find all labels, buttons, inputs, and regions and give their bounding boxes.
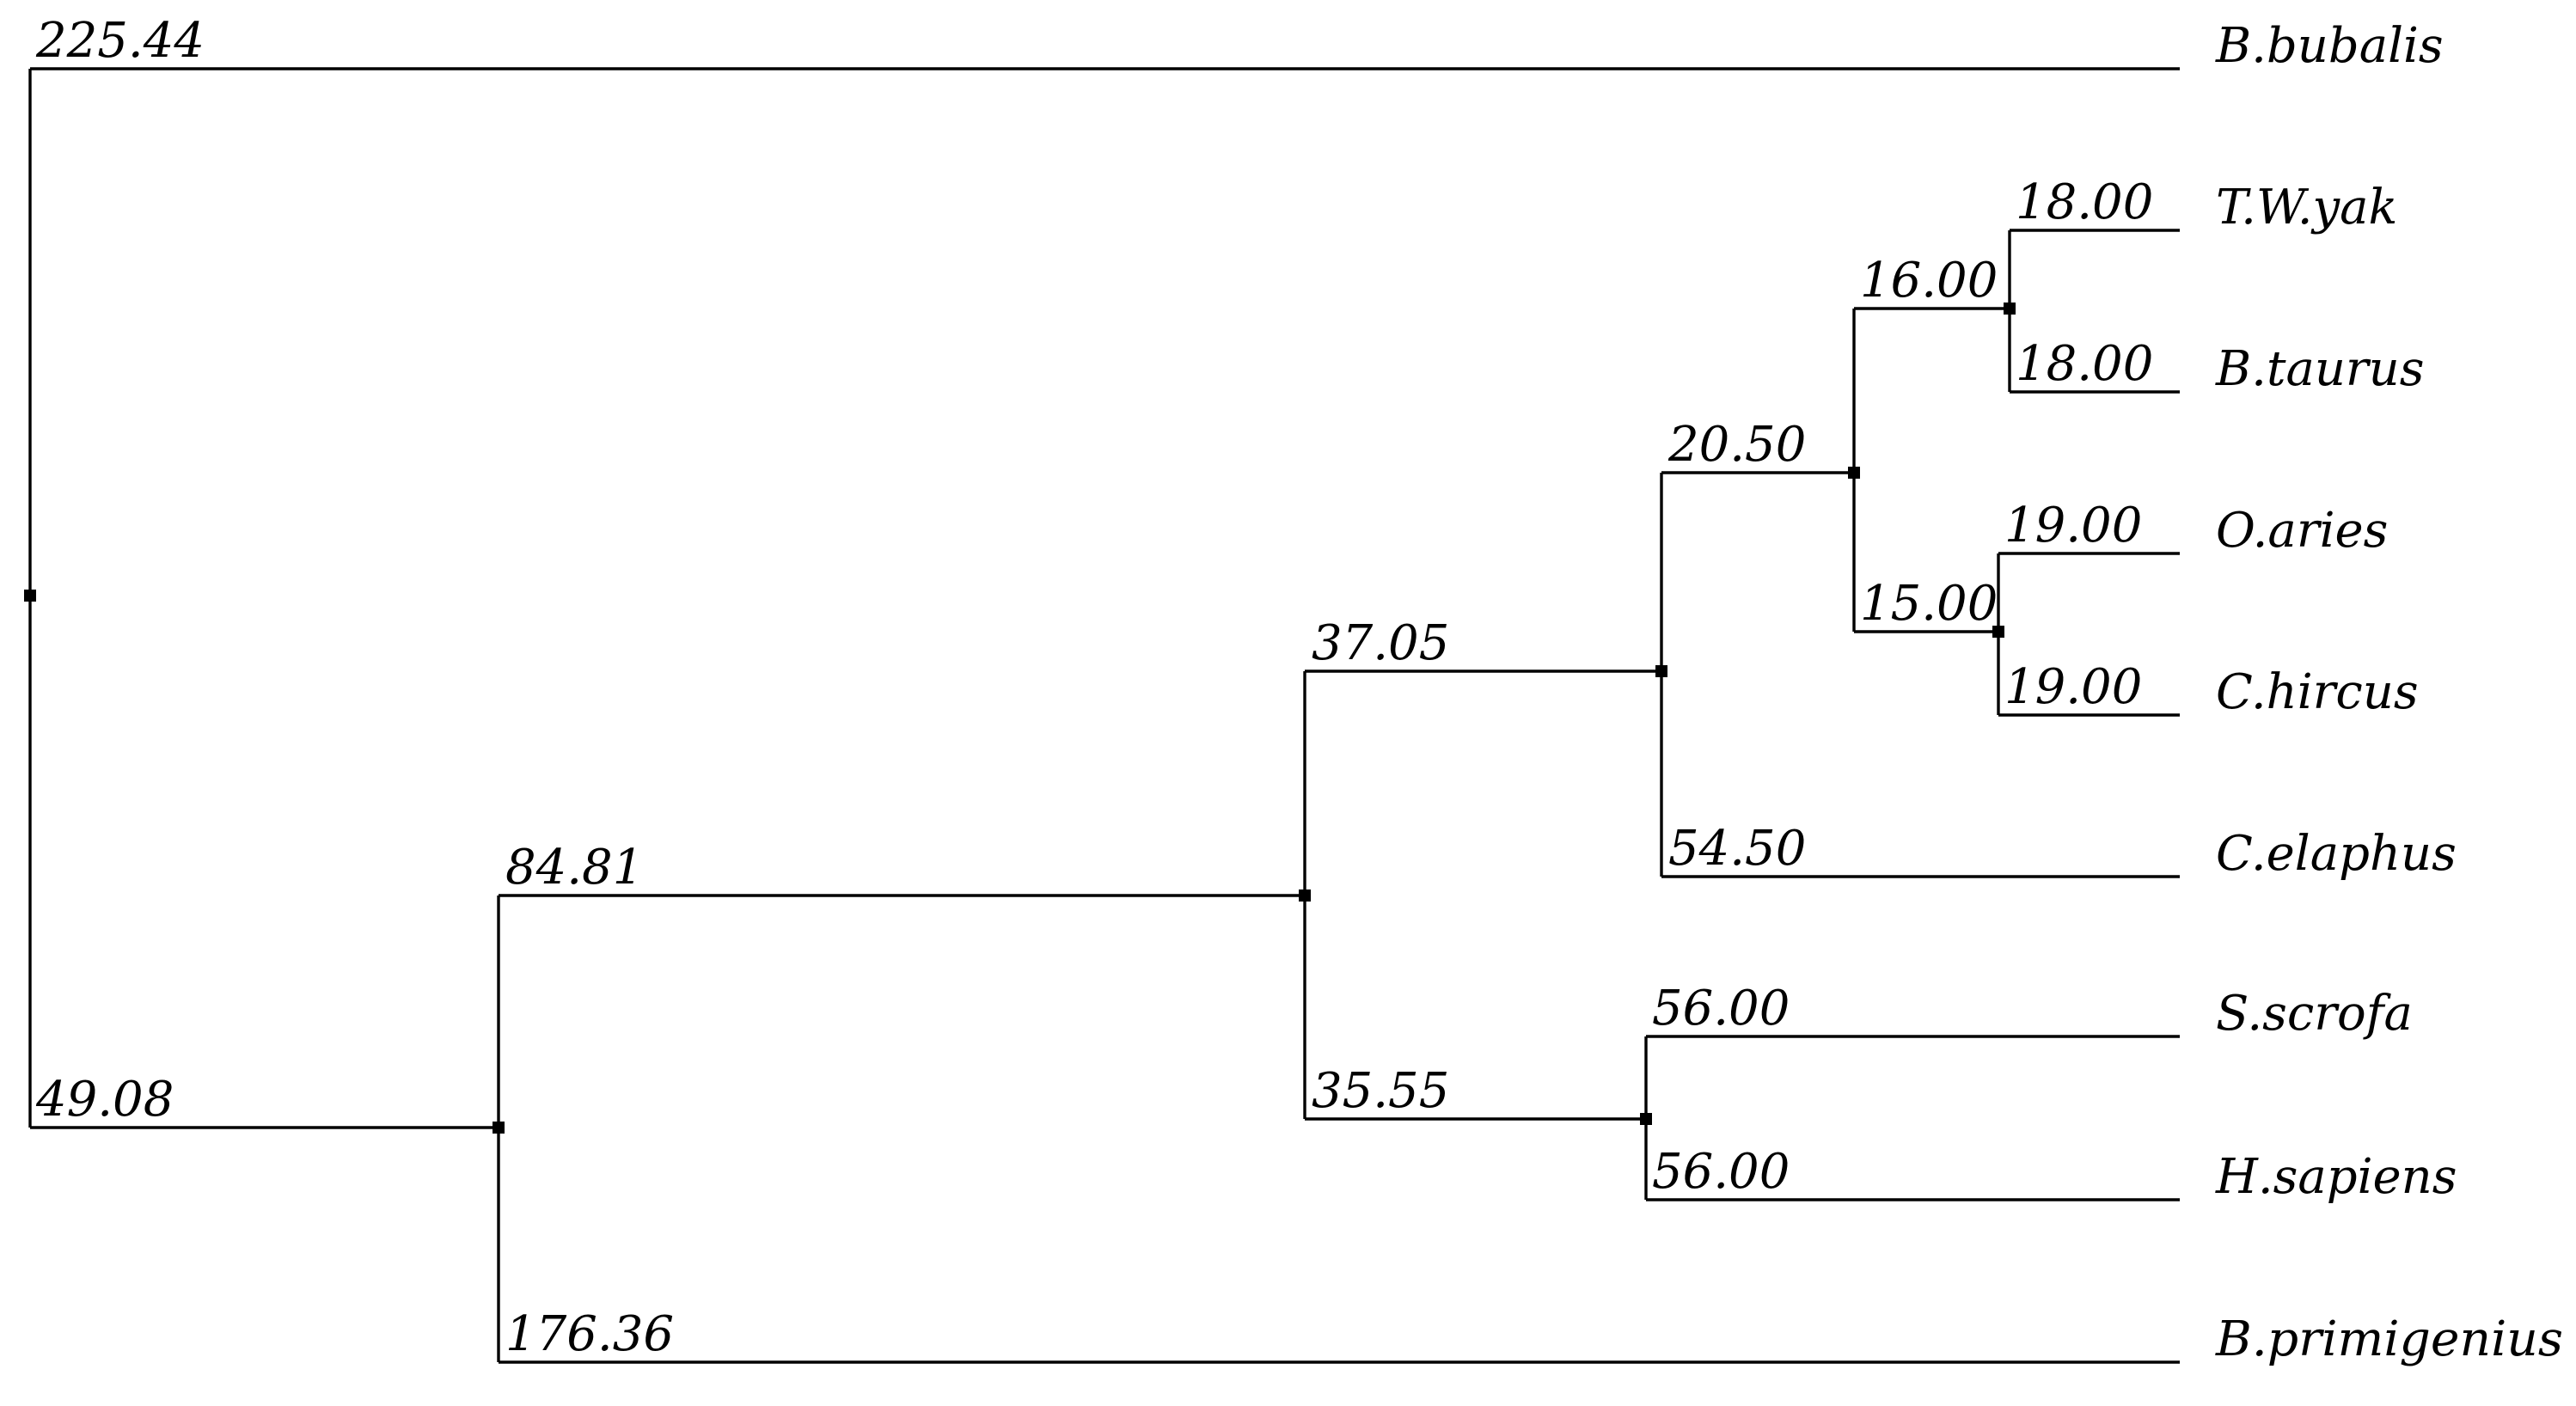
taxon-label-t-w-yak: T.W.yak <box>2216 180 2397 235</box>
aries-hircus-clade-node <box>1992 626 2004 638</box>
yak-taurus-clade-node <box>2004 303 2016 315</box>
branch-length-primigenius-group: 49.08 <box>35 1072 174 1128</box>
scrofa-sapiens-clade-node <box>1640 1113 1652 1125</box>
branch-length-bovid-caprine-clade: 20.50 <box>1667 417 1806 473</box>
taxon-label-o-aries: O.aries <box>2216 503 2388 559</box>
branch-length-t-w-yak: 18.00 <box>2016 174 2153 230</box>
bovid-caprine-clade-node <box>1848 467 1860 479</box>
taxon-label-c-hircus: C.hircus <box>2216 664 2419 720</box>
taxon-label-b-bubalis: B.bubalis <box>2215 18 2444 74</box>
primigenius-group-node <box>493 1122 505 1134</box>
tree-nodes <box>24 303 2016 1134</box>
taxon-label-b-primigenius: B.primigenius <box>2215 1311 2563 1367</box>
mixed-clade-node <box>1299 889 1311 902</box>
branch-length-c-elaphus: 54.50 <box>1668 821 1806 877</box>
branch-length-scrofa-sapiens-clade: 35.55 <box>1312 1063 1449 1119</box>
branch-length-s-scrofa: 56.00 <box>1652 981 1790 1036</box>
taxon-label-h-sapiens: H.sapiens <box>2215 1149 2457 1205</box>
tree-branches <box>28 67 2180 1364</box>
branch-length-yak-taurus-clade: 16.00 <box>1860 253 1998 309</box>
branch-length-h-sapiens: 56.00 <box>1652 1144 1790 1200</box>
branch-length-b-primigenius: 176.36 <box>505 1306 674 1362</box>
branch-length-b-taurus: 18.00 <box>2016 336 2153 392</box>
taxon-labels: B.bubalis T.W.yak B.taurus O.aries C.hir… <box>2215 18 2563 1367</box>
branch-length-labels: 225.44 18.00 18.00 19.00 19.00 54.50 56.… <box>35 13 2153 1362</box>
branch-length-mixed-clade: 84.81 <box>505 840 643 896</box>
taxon-label-c-elaphus: C.elaphus <box>2216 826 2457 882</box>
ruminant-clade-node <box>1655 665 1667 677</box>
branch-length-c-hircus: 19.00 <box>2004 659 2142 715</box>
branch-length-b-bubalis: 225.44 <box>35 13 205 69</box>
root-node <box>24 590 36 602</box>
branch-length-o-aries: 19.00 <box>2004 498 2142 553</box>
taxon-label-s-scrofa: S.scrofa <box>2216 986 2413 1042</box>
branch-length-aries-hircus-clade: 15.00 <box>1860 576 1998 632</box>
taxon-label-b-taurus: B.taurus <box>2215 341 2424 397</box>
branch-length-ruminant-clade: 37.05 <box>1312 615 1449 671</box>
